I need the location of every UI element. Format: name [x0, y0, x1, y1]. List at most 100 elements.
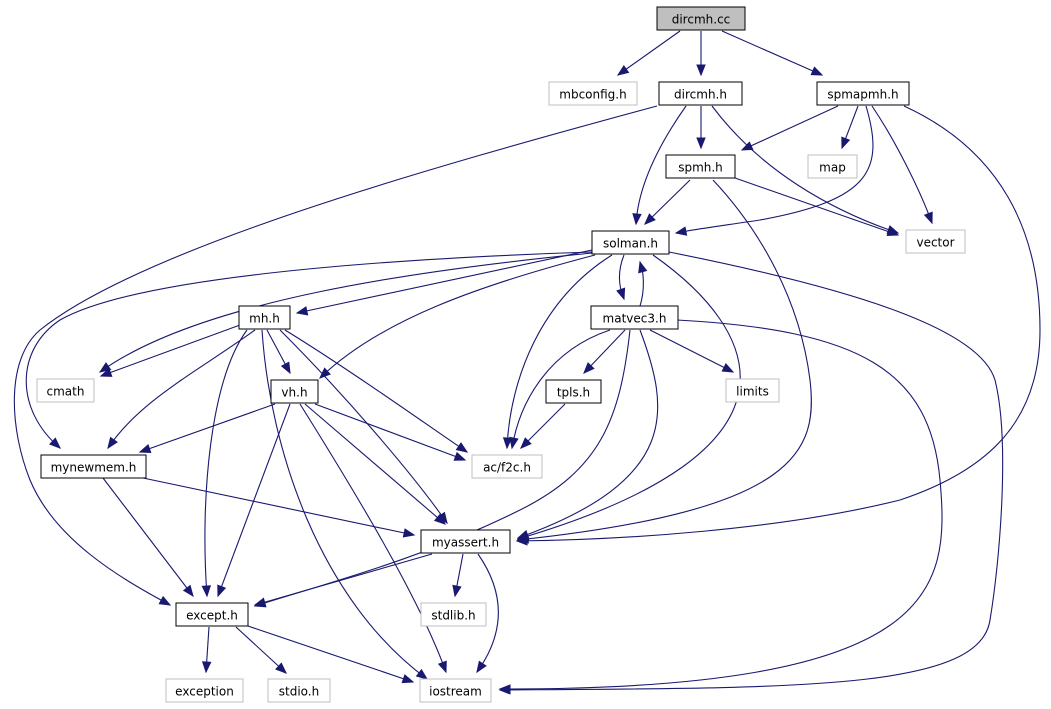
node-dircmh-h-box — [658, 81, 743, 106]
edge-matvec3-h-to-iostream — [499, 319, 943, 690]
edge-spmapmh-h-to-solman-h — [675, 105, 874, 234]
edge-mynewmem-h-to-myassert-h — [142, 477, 415, 536]
edge-mh-h-to-myassert-h — [279, 329, 448, 524]
node-spmapmh-h[interactable]: spmapmh.h — [816, 81, 910, 106]
edge-myassert-h-to-iostream-arrowhead — [476, 660, 487, 674]
node-vector-box — [905, 229, 966, 254]
edge-matvec3-h-to-solman-h-arrowhead — [638, 260, 648, 274]
node-vector-label: vector — [916, 236, 954, 250]
edge-dircmh-cc-to-mbconfig-h — [617, 30, 681, 76]
edge-matvec3-h-to-limits-arrowhead — [721, 363, 735, 373]
node-except-h-label: except.h — [186, 609, 238, 623]
edge-vh-h-to-iostream — [299, 403, 447, 673]
edge-spmh-h-to-myassert-h — [517, 179, 812, 541]
node-solman-h-label: solman.h — [603, 237, 658, 251]
node-tpls-h[interactable]: tpls.h — [545, 379, 602, 404]
edges-layer — [13, 30, 1041, 695]
edge-solman-h-to-vh-h — [319, 254, 596, 379]
edge-mynewmem-h-to-except-h — [102, 477, 194, 597]
edge-dircmh-h-to-solman-h — [635, 105, 687, 225]
node-spmapmh-h-label: spmapmh.h — [827, 88, 898, 102]
edge-mh-h-to-ac-f2c-h-arrowhead — [455, 442, 469, 453]
node-vh-h[interactable]: vh.h — [270, 379, 319, 404]
node-mh-h-box — [238, 305, 291, 330]
node-vh-h-box — [270, 379, 319, 404]
edge-spmapmh-h-to-spmh-h — [741, 105, 839, 151]
node-mynewmem-h-label: mynewmem.h — [51, 461, 137, 475]
node-matvec3-h[interactable]: matvec3.h — [590, 305, 679, 330]
node-dircmh-cc-box — [656, 6, 746, 31]
edge-spmapmh-h-to-spmh-h-arrowhead — [740, 141, 754, 151]
edge-spmapmh-h-to-solman-h-arrowhead — [674, 226, 688, 236]
node-iostream-box — [419, 678, 492, 703]
node-stdlib-h-label: stdlib.h — [431, 609, 475, 623]
edge-mh-h-to-cmath — [100, 324, 241, 377]
node-cmath-label: cmath — [47, 385, 85, 399]
edge-vh-h-to-except-h — [217, 403, 291, 597]
node-spmapmh-h-box — [816, 81, 910, 106]
edge-spmapmh-h-to-myassert-h — [516, 105, 1041, 542]
node-ac-f2c-h: ac/f2c.h — [471, 454, 543, 479]
node-exception-box — [165, 678, 244, 703]
node-mh-h[interactable]: mh.h — [238, 305, 291, 330]
edge-matvec3-h-to-myassert-h-arrowhead — [516, 529, 530, 539]
node-mbconfig-h: mbconfig.h — [548, 81, 638, 106]
node-mh-h-label: mh.h — [249, 312, 280, 326]
node-limits-box — [725, 378, 780, 403]
edge-solman-h-to-ac-f2c-h-arrowhead — [502, 437, 513, 450]
edge-spmapmh-h-to-vector-arrowhead — [923, 211, 933, 225]
edge-solman-h-to-mynewmem-h — [25, 251, 593, 449]
node-myassert-h[interactable]: myassert.h — [420, 529, 511, 554]
node-stdio-h-box — [267, 678, 331, 703]
edge-dircmh-cc-to-mbconfig-h-arrowhead — [616, 65, 630, 76]
edge-solman-h-to-mh-h — [296, 249, 593, 314]
edge-mh-h-to-cmath-arrowhead — [99, 367, 113, 377]
node-solman-h[interactable]: solman.h — [591, 230, 670, 255]
edge-dircmh-h-to-spmh-h-arrowhead — [696, 137, 706, 150]
edge-myassert-h-to-except-h-arrowhead — [253, 597, 267, 607]
edge-matvec3-h-to-limits — [649, 329, 734, 373]
node-limits-label: limits — [736, 385, 769, 399]
node-dircmh-h[interactable]: dircmh.h — [658, 81, 743, 106]
edge-mynewmem-h-to-except-h-arrowhead — [182, 584, 194, 598]
node-mynewmem-h[interactable]: mynewmem.h — [40, 454, 147, 479]
edge-vh-h-to-except-h-arrowhead — [217, 584, 227, 598]
edge-vh-h-to-mynewmem-h — [139, 403, 276, 453]
edge-mh-h-to-iostream — [261, 329, 428, 680]
edge-spmapmh-h-to-vector — [871, 105, 933, 224]
edge-vh-h-to-iostream-arrowhead — [437, 660, 447, 674]
edge-mh-h-to-ac-f2c-h — [284, 329, 468, 453]
node-spmh-h[interactable]: spmh.h — [665, 154, 736, 179]
node-vector: vector — [905, 229, 966, 254]
node-dircmh-cc[interactable]: dircmh.cc — [656, 6, 746, 31]
edge-dircmh-h-to-except-h — [13, 105, 658, 606]
edge-vh-h-to-mynewmem-h-arrowhead — [138, 444, 152, 453]
edge-spmapmh-h-to-map-arrowhead — [841, 136, 851, 150]
node-matvec3-h-box — [590, 305, 679, 330]
edge-spmh-h-to-solman-h-arrowhead — [644, 213, 656, 225]
edge-vh-h-to-ac-f2c-h-arrowhead — [453, 451, 467, 461]
edge-solman-h-to-ac-f2c-h — [506, 254, 613, 449]
node-except-h[interactable]: except.h — [175, 602, 249, 627]
edge-except-h-to-exception-arrowhead — [201, 661, 212, 674]
edge-except-h-to-iostream-arrowhead — [401, 674, 415, 684]
edge-mh-h-to-iostream-arrowhead — [415, 668, 429, 680]
edge-dircmh-h-to-vector — [711, 105, 899, 234]
node-mbconfig-h-box — [548, 81, 638, 106]
node-limits: limits — [725, 378, 780, 403]
edge-mh-h-to-except-h-arrowhead — [201, 585, 212, 598]
edge-matvec3-h-to-myassert-h — [517, 329, 659, 539]
edge-mynewmem-h-to-myassert-h-arrowhead — [402, 528, 416, 538]
edge-myassert-h-to-iostream — [476, 553, 499, 673]
node-spmh-h-label: spmh.h — [678, 161, 723, 175]
edge-vh-h-to-ac-f2c-h — [314, 403, 466, 461]
edge-except-h-to-stdio-h-arrowhead — [275, 662, 287, 674]
edge-matvec3-h-to-ac-f2c-h — [511, 329, 611, 449]
edge-solman-h-to-matvec3-h-arrowhead — [616, 287, 626, 301]
node-dircmh-h-label: dircmh.h — [674, 88, 727, 102]
edge-matvec3-h-to-tpls-h-arrowhead — [583, 362, 595, 374]
node-iostream-label: iostream — [429, 685, 482, 699]
node-spmh-h-box — [665, 154, 736, 179]
